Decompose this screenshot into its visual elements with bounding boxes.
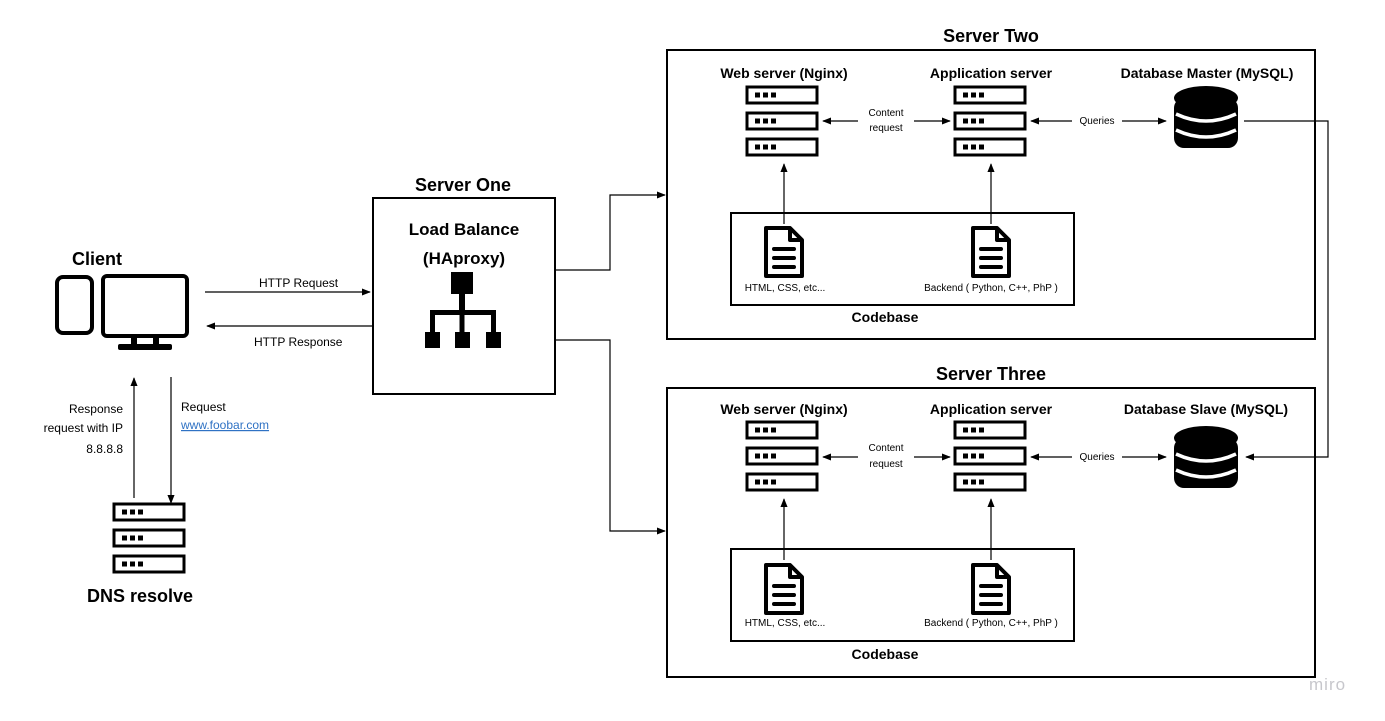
server-three-db-label: Database Slave (MySQL) xyxy=(1124,401,1288,417)
client-title: Client xyxy=(72,249,122,269)
request-domain-link[interactable]: www.foobar.com xyxy=(180,418,269,432)
phone-icon xyxy=(55,275,94,335)
server-two-box xyxy=(666,49,1316,340)
lb-to-server-two-arrow xyxy=(556,191,666,271)
server-two-database-icon xyxy=(1172,84,1240,150)
server-three-frontend-document-icon xyxy=(764,563,804,615)
dns-server-icon xyxy=(114,504,184,572)
lb-to-server-three-arrow xyxy=(556,339,666,535)
server-two-content-request-line1: Content xyxy=(868,108,903,119)
server-three-codebase-label: Codebase xyxy=(852,646,919,662)
network-hierarchy-icon xyxy=(425,272,501,348)
http-request-label: HTTP Request xyxy=(259,276,339,290)
response-label-line2: request with IP xyxy=(44,421,123,435)
server-three-content-request-line1: Content xyxy=(868,443,903,454)
replication-arrow xyxy=(1244,120,1329,461)
server-three-content-request-line2: request xyxy=(869,459,903,470)
server-two-db-label: Database Master (MySQL) xyxy=(1121,65,1294,81)
server-three-database-icon xyxy=(1172,424,1240,490)
response-label-line1: Response xyxy=(69,402,123,416)
http-response-label: HTTP Response xyxy=(254,335,343,349)
server-three-queries-label: Queries xyxy=(1079,452,1114,463)
server-two-codebase-label: Codebase xyxy=(852,309,919,325)
server-two-frontend-files-label: HTML, CSS, etc... xyxy=(745,283,826,294)
server-three-box xyxy=(666,387,1316,678)
server-three-web-label: Web server (Nginx) xyxy=(720,401,847,417)
server-three-codebase-box xyxy=(730,548,1075,642)
response-label-line3: 8.8.8.8 xyxy=(86,442,123,456)
desktop-monitor-icon xyxy=(101,274,189,350)
server-two-web-label: Web server (Nginx) xyxy=(720,65,847,81)
server-three-frontend-files-label: HTML, CSS, etc... xyxy=(745,618,826,629)
server-two-backend-document-icon xyxy=(971,226,1011,278)
server-two-content-request-line2: request xyxy=(869,123,903,134)
server-three-backend-files-label: Backend ( Python, C++, PhP ) xyxy=(924,618,1058,629)
server-two-frontend-document-icon xyxy=(764,226,804,278)
server-two-backend-files-label: Backend ( Python, C++, PhP ) xyxy=(924,283,1058,294)
server-three-title: Server Three xyxy=(936,364,1046,384)
server-two-codebase-box xyxy=(730,212,1075,306)
server-two-title: Server Two xyxy=(943,26,1039,46)
server-three-app-label: Application server xyxy=(930,401,1053,417)
server-two-app-server-icon xyxy=(955,87,1025,155)
server-three-web-server-icon xyxy=(747,422,817,490)
load-balancer-title-line2: (HAproxy) xyxy=(423,249,505,268)
server-three-app-server-icon xyxy=(955,422,1025,490)
server-two-app-label: Application server xyxy=(930,65,1053,81)
load-balancer-title-line1: Load Balance xyxy=(409,220,520,239)
server-two-queries-label: Queries xyxy=(1079,116,1114,127)
request-label: Request xyxy=(181,400,226,414)
server-one-title: Server One xyxy=(415,175,511,195)
dns-title: DNS resolve xyxy=(87,586,193,606)
miro-watermark: miro xyxy=(1309,675,1346,694)
server-two-web-server-icon xyxy=(747,87,817,155)
server-one-box xyxy=(372,197,556,395)
server-three-backend-document-icon xyxy=(971,563,1011,615)
